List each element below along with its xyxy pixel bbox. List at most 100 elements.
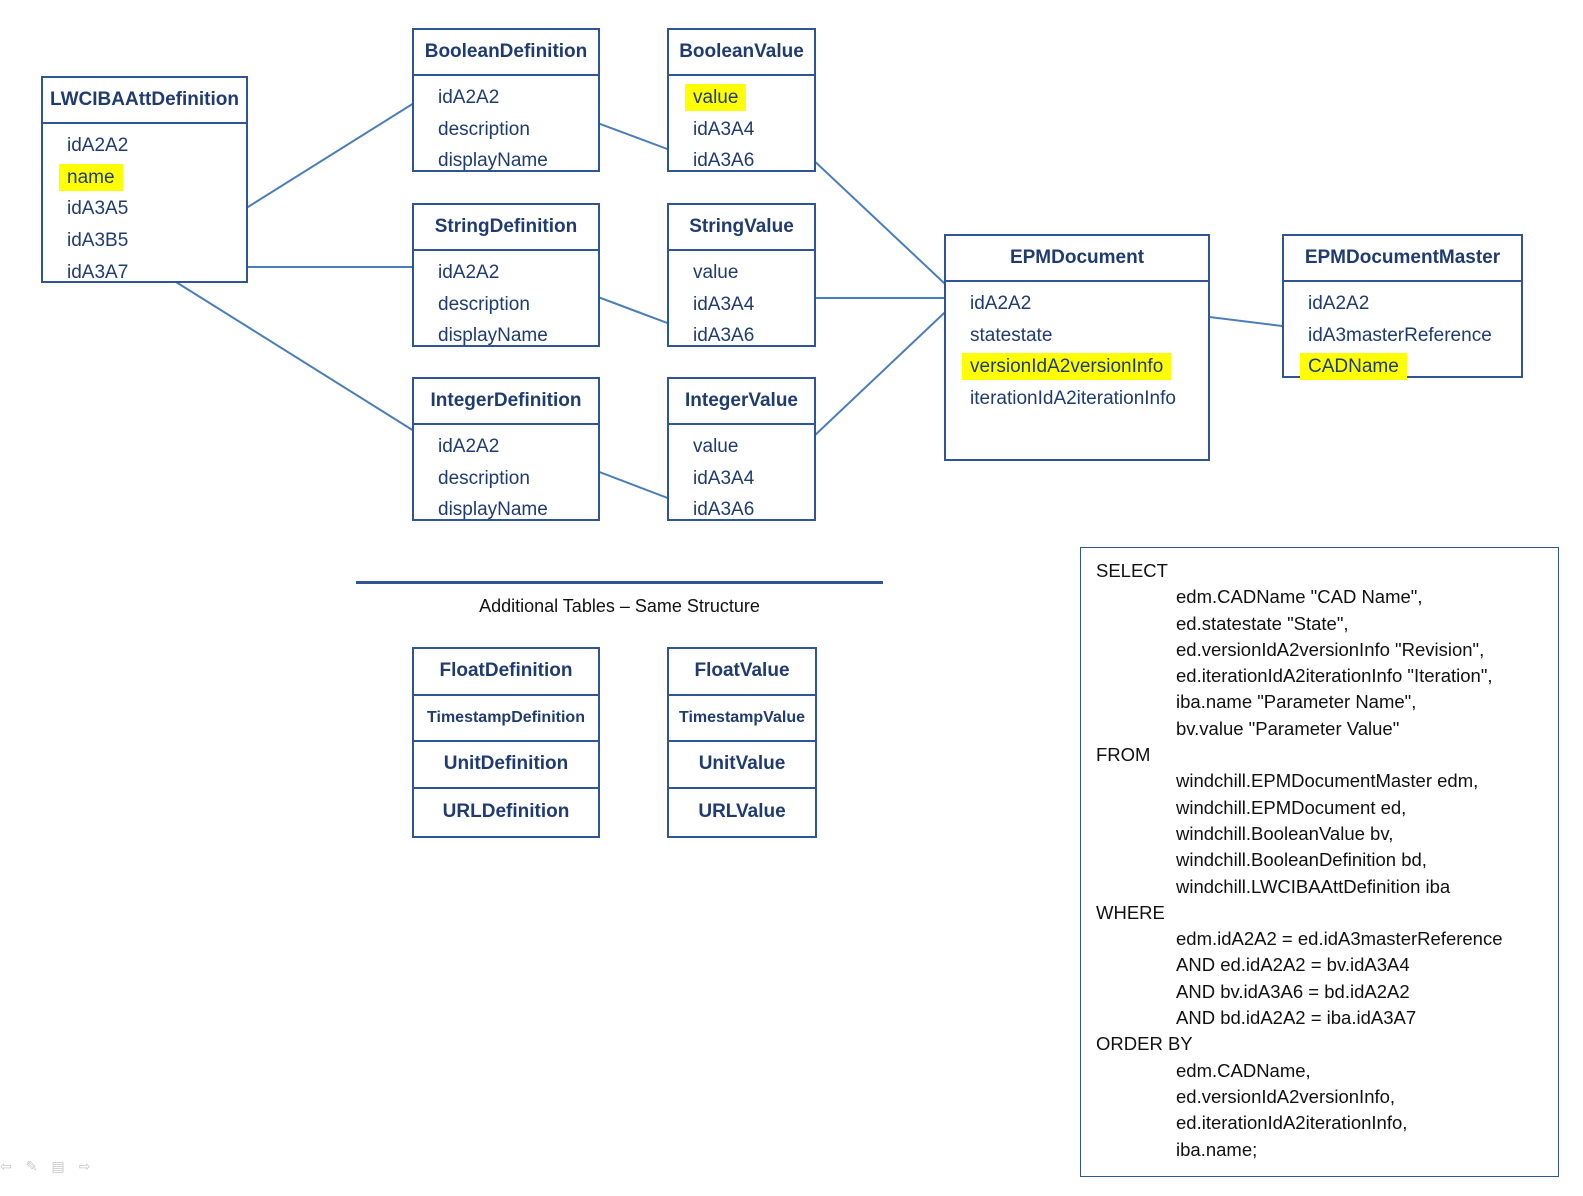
- table-stringdefinition: StringDefinition idA2A2 description displa…: [412, 203, 600, 347]
- table-field: displayName: [414, 494, 598, 526]
- table-field: idA3A4: [669, 289, 814, 321]
- field-label: idA2A2: [438, 436, 500, 457]
- sql-line: ed.iterationIdA2iterationInfo "Iteration…: [1176, 665, 1493, 687]
- table-title: IntegerDefinition: [414, 379, 598, 425]
- sql-line: windchill.BooleanValue bv,: [1176, 822, 1394, 844]
- field-label: description: [438, 467, 530, 489]
- table-field: value: [669, 257, 814, 289]
- field-label: statestate: [970, 324, 1053, 346]
- field-label: idA3B5: [67, 230, 129, 252]
- table-title: StringDefinition: [414, 205, 598, 251]
- table-field: idA2A2: [1284, 288, 1521, 320]
- slideshow-controls: ⇦✎▤⇨: [0, 1158, 104, 1175]
- sql-line: edm.idA2A2 = ed.idA3masterReference: [1176, 928, 1503, 950]
- table-title: IntegerValue: [669, 379, 814, 425]
- sql-line: AND bd.idA2A2 = iba.idA3A7: [1176, 1007, 1417, 1029]
- field-label: idA2A2: [438, 87, 500, 108]
- field-label: iterationIdA2iterationInfo: [970, 388, 1176, 410]
- sql-line: edm.CADName "CAD Name",: [1176, 586, 1423, 608]
- field-list: idA2A2 description displayName: [414, 425, 598, 526]
- additional-definition-cell: TimestampDefinition: [414, 696, 598, 742]
- field-list: idA2A2 description displayName: [414, 76, 598, 177]
- sql-line: ed.versionIdA2versionInfo "Revision",: [1176, 638, 1485, 660]
- sql-line: ed.statestate "State",: [1176, 612, 1349, 634]
- field-label: CADName: [1300, 353, 1407, 381]
- table-field: description: [414, 289, 598, 321]
- field-label: idA3masterReference: [1308, 324, 1492, 346]
- field-label: idA2A2: [438, 262, 500, 283]
- table-field: idA3A4: [669, 114, 814, 146]
- table-title: StringValue: [669, 205, 814, 251]
- sql-line: windchill.BooleanDefinition bd,: [1176, 849, 1427, 871]
- field-label: displayName: [438, 499, 548, 521]
- additional-value-cell: UnitValue: [669, 742, 815, 789]
- table-epmdocumentmaster: EPMDocumentMaster idA2A2 idA3masterRefere…: [1282, 234, 1523, 381]
- table-field: idA2A2: [414, 82, 598, 114]
- back-arrow-icon[interactable]: ⇦: [0, 1158, 26, 1174]
- field-label: displayName: [438, 150, 548, 172]
- forward-arrow-icon[interactable]: ⇨: [78, 1158, 105, 1174]
- field-label: idA3A7: [67, 261, 129, 283]
- sql-line: AND ed.idA2A2 = bv.idA3A4: [1176, 954, 1410, 976]
- table-field: idA3A5: [43, 193, 246, 225]
- table-field: displayName: [414, 320, 598, 352]
- field-label: displayName: [438, 325, 548, 347]
- additional-value-cell: URLValue: [698, 800, 786, 822]
- additional-value-cell: FloatValue: [669, 649, 815, 696]
- additional-definition-tables: FloatDefinition TimestampDefinition Unit…: [412, 647, 600, 838]
- table-field: idA2A2: [414, 431, 598, 463]
- table-field: description: [414, 114, 598, 146]
- table-field: idA3B5: [43, 225, 246, 257]
- field-label: idA3A4: [693, 293, 755, 315]
- sql-line: iba.name;: [1176, 1138, 1258, 1160]
- sql-line: AND bv.idA3A6 = bd.idA2A2: [1176, 980, 1410, 1002]
- table-title: BooleanValue: [669, 30, 814, 76]
- sql-line: edm.CADName,: [1176, 1059, 1311, 1081]
- sql-keyword: ORDER BY: [1096, 1033, 1193, 1055]
- table-field: CADName: [1284, 351, 1521, 383]
- sql-line: iba.name "Parameter Name",: [1176, 691, 1417, 713]
- additional-value-tables: FloatValue TimestampValue UnitValue URLV…: [667, 647, 817, 838]
- menu-icon[interactable]: ▤: [51, 1158, 79, 1174]
- sql-keyword: SELECT: [1096, 560, 1168, 581]
- sql-keyword: FROM: [1096, 744, 1151, 766]
- pen-icon[interactable]: ✎: [25, 1158, 52, 1174]
- field-label: idA3A4: [693, 118, 755, 140]
- table-integerdefinition: IntegerDefinition idA2A2 description displ…: [412, 377, 600, 521]
- table-field: idA2A2: [414, 257, 598, 289]
- table-title: EPMDocument: [946, 236, 1208, 282]
- additional-tables-label: Additional Tables – Same Structure: [479, 596, 760, 616]
- field-label: description: [438, 293, 530, 315]
- sql-line: ed.versionIdA2versionInfo,: [1176, 1085, 1396, 1107]
- table-field: iterationIdA2iterationInfo: [946, 383, 1208, 415]
- field-label: idA2A2: [970, 293, 1032, 314]
- field-label: description: [438, 118, 530, 140]
- table-field: idA2A2: [946, 288, 1208, 320]
- table-field: value: [669, 82, 814, 114]
- sql-line: windchill.LWCIBAAttDefinition iba: [1176, 875, 1451, 897]
- connector-line: [151, 266, 431, 442]
- table-field: displayName: [414, 145, 598, 177]
- table-field: idA2A2: [43, 130, 246, 162]
- additional-definition-cell: URLDefinition: [442, 800, 570, 822]
- section-divider: [356, 581, 883, 584]
- field-label: value: [693, 262, 739, 283]
- table-title: EPMDocumentMaster: [1284, 236, 1521, 282]
- field-label: idA3A4: [693, 467, 755, 489]
- sql-line: ed.iterationIdA2iterationInfo,: [1176, 1112, 1408, 1134]
- field-label: idA2A2: [1308, 293, 1370, 314]
- field-list: idA2A2 description displayName: [414, 251, 598, 352]
- table-field: value: [669, 431, 814, 463]
- additional-definition-cell: FloatDefinition: [414, 649, 598, 696]
- table-field: idA3A4: [669, 463, 814, 495]
